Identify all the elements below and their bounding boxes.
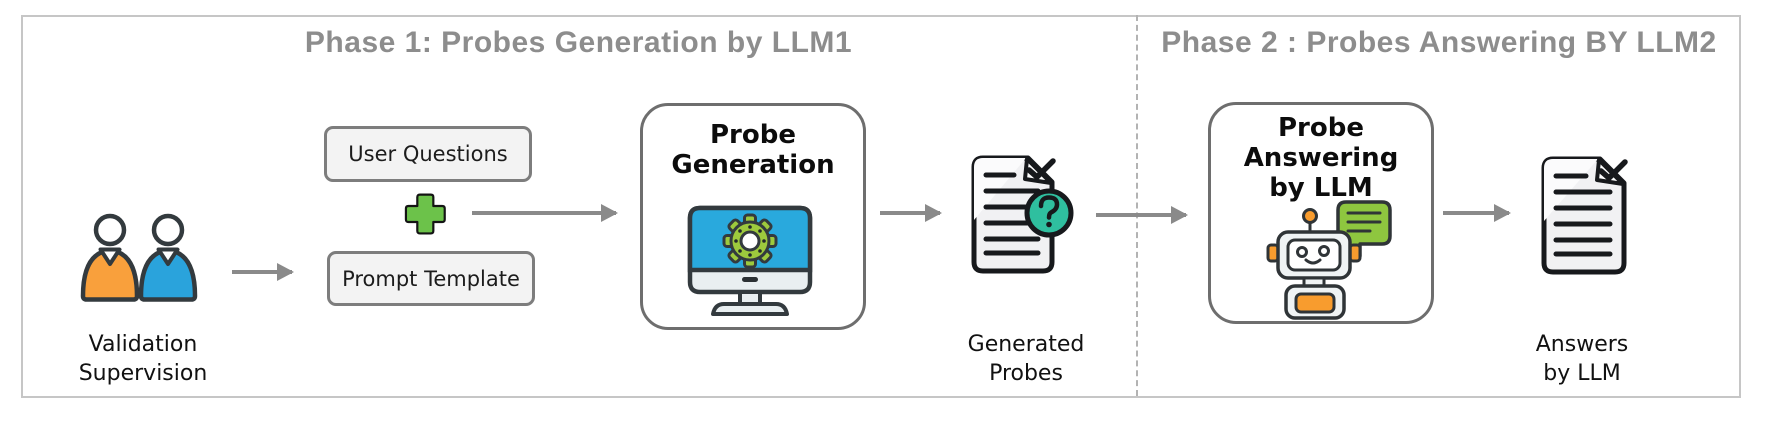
antenna-icon: [1302, 208, 1318, 224]
user-questions-box: User Questions: [324, 126, 532, 182]
prompt-template-box: Prompt Template: [327, 251, 535, 306]
gear-icon: [722, 213, 778, 269]
phase1-title: Phase 1: Probes Generation by LLM1: [304, 26, 853, 59]
arrow-generation-to-probes: [880, 211, 940, 215]
supervisors-icon: [80, 212, 198, 304]
generated-probes-label: Generated Probes: [967, 332, 1085, 386]
question-mark-icon: [1024, 188, 1074, 238]
answers-document-icon: [1540, 156, 1630, 275]
prompt-template-label: Prompt Template: [342, 266, 520, 291]
arrow-answering-to-answers: [1443, 211, 1509, 215]
folded-corner: [1595, 158, 1625, 186]
arrow-probes-to-answering: [1096, 213, 1186, 217]
robot-icon: [1266, 200, 1396, 320]
arrow-supervision-to-prompt: [232, 270, 292, 274]
phase-divider-dashed-line: [1136, 15, 1138, 396]
plus-icon: [404, 193, 450, 238]
folded-corner: [1023, 157, 1053, 185]
checkmark-icon: [1598, 159, 1628, 181]
validation-supervision-label: Validation Supervision: [78, 332, 208, 386]
person-icon-blue: [138, 213, 198, 302]
diagram-frame: [21, 15, 1741, 398]
monitor-gear-icon: [687, 205, 813, 320]
user-questions-label: User Questions: [348, 142, 508, 166]
probe-answering-title: Probe Answering by LLM: [1243, 113, 1399, 203]
phase2-title: Phase 2 : Probes Answering BY LLM2: [1161, 26, 1717, 59]
probe-generation-title: Probe Generation: [671, 120, 835, 180]
person-icon-orange: [80, 213, 140, 302]
generated-probes-icon: [970, 154, 1074, 274]
arrow-inputs-to-generation: [472, 211, 616, 215]
checkmark-icon: [1026, 158, 1056, 180]
answers-by-llm-label: Answers by LLM: [1535, 332, 1629, 386]
